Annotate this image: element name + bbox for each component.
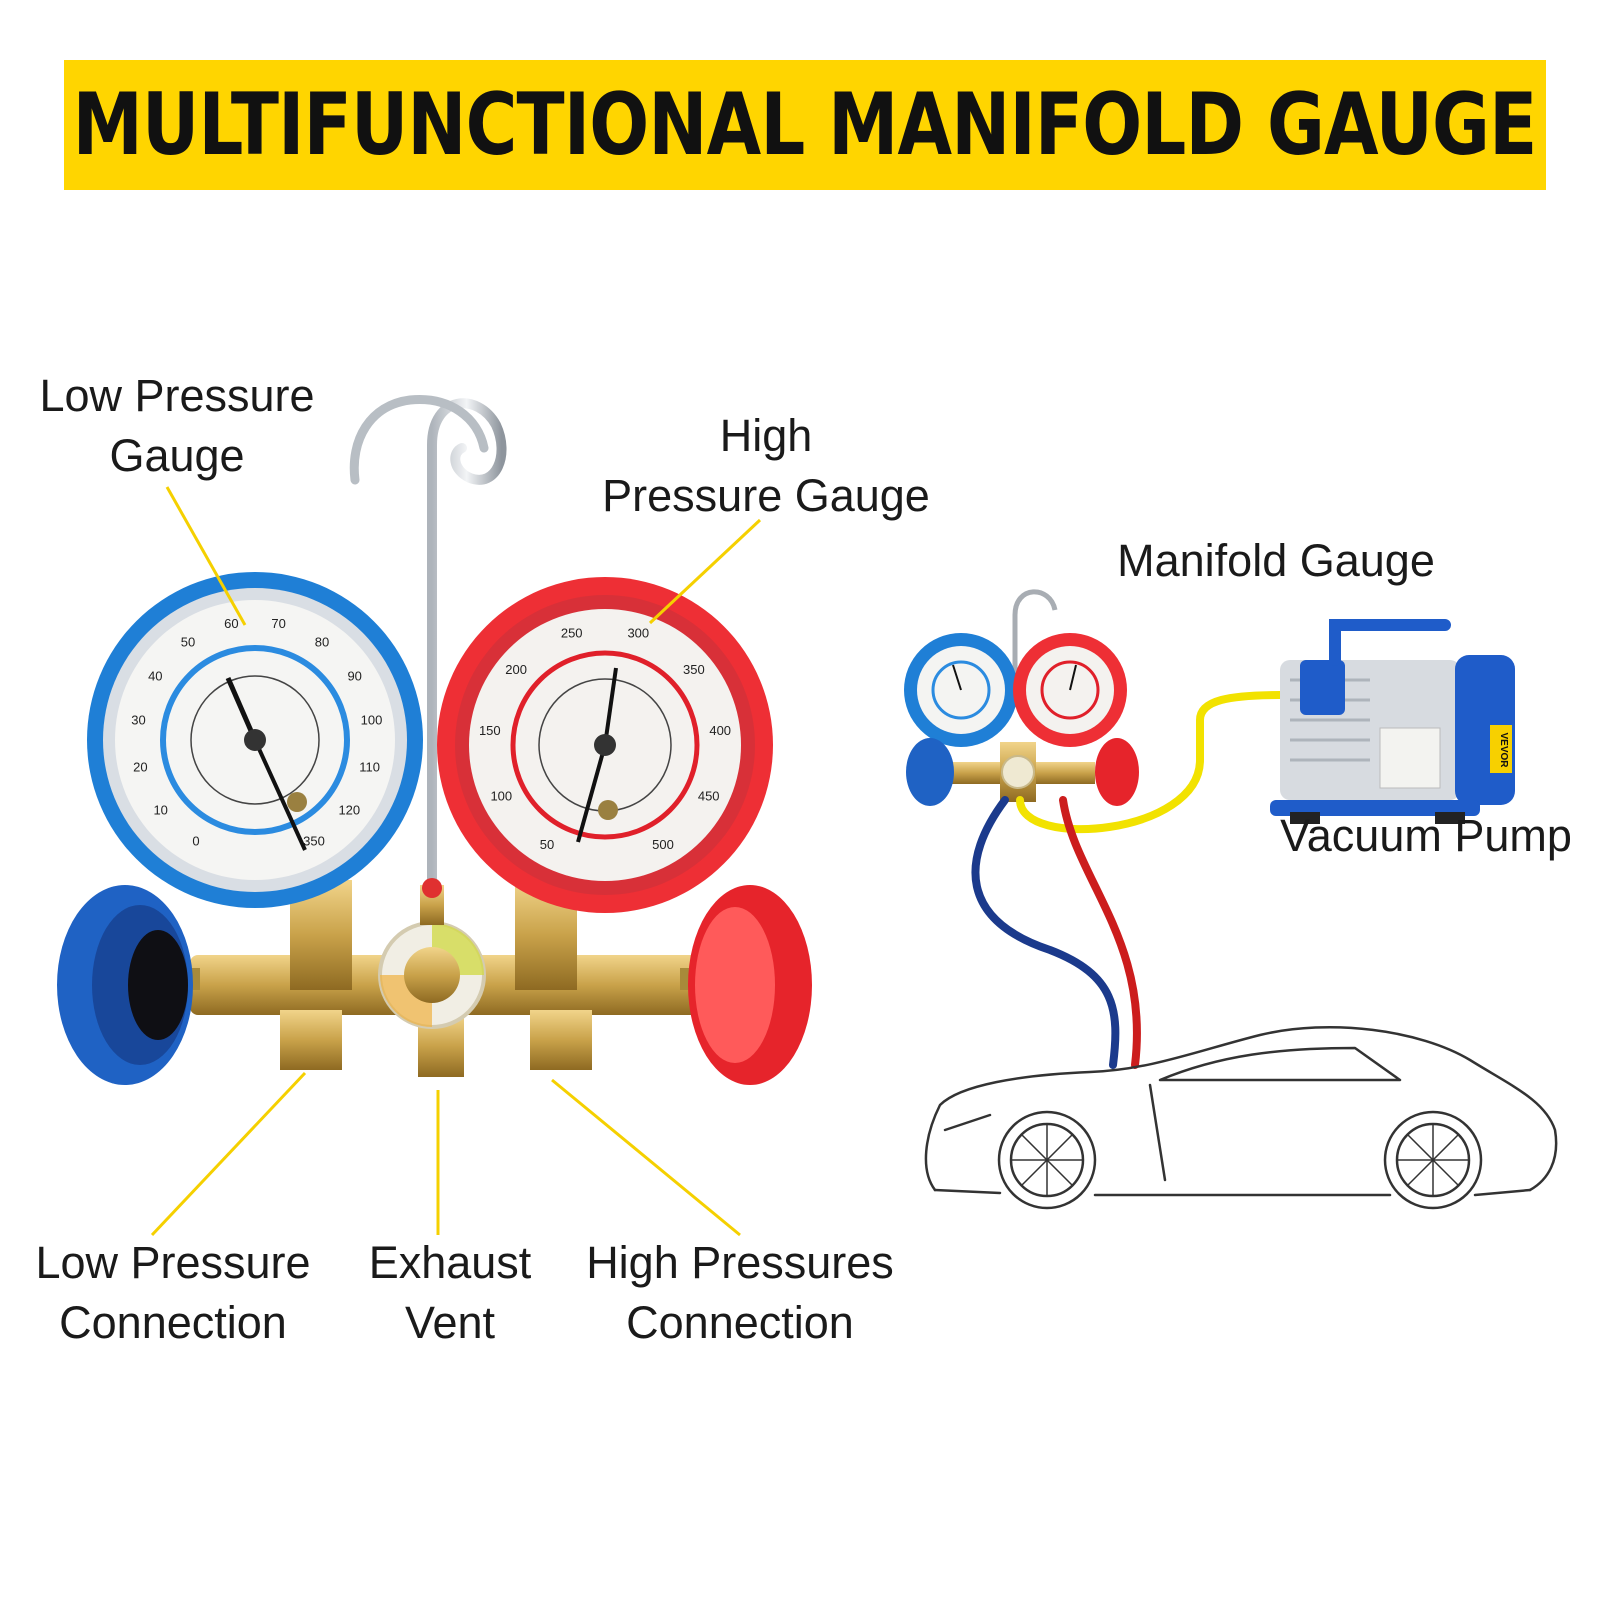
gauge-tick-label: 300 bbox=[627, 625, 649, 640]
low-gauge-tick-labels: 0 10 20 30 40 50 60 70 80 90 100 110 120 350 bbox=[131, 616, 382, 849]
gauge-tick-label: 350 bbox=[303, 834, 325, 849]
manifold-body bbox=[140, 878, 740, 1077]
high-pressure-gauge: 50 100 150 200 250 300 350 400 450 500 bbox=[437, 577, 773, 913]
low-pressure-gauge: 0 10 20 30 40 50 60 70 80 90 100 110 120 350 bbox=[87, 572, 423, 908]
gauge-tick-label: 100 bbox=[490, 789, 512, 804]
gauge-tick-label: 90 bbox=[347, 668, 361, 683]
small-manifold-gauge-set bbox=[904, 589, 1139, 806]
gauge-tick-label: 500 bbox=[652, 837, 674, 852]
gauge-tick-label: 120 bbox=[338, 802, 360, 817]
hoses bbox=[971, 691, 1284, 1069]
gauge-tick-label: 400 bbox=[709, 723, 731, 738]
gauge-tick-label: 20 bbox=[133, 760, 147, 775]
gauge-tick-label: 0 bbox=[192, 834, 199, 849]
gauge-tick-label: 60 bbox=[224, 616, 238, 631]
gauge-tick-label: 110 bbox=[359, 760, 380, 775]
label-manifold-gauge: Manifold Gauge bbox=[1117, 535, 1435, 586]
gauge-tick-label: 40 bbox=[148, 668, 162, 683]
hanging-hook bbox=[427, 398, 507, 905]
gauge-tick-label: 250 bbox=[561, 625, 583, 640]
low-side-valve-knob bbox=[57, 885, 193, 1085]
gauge-tick-label: 70 bbox=[271, 616, 285, 631]
car-outline bbox=[924, 1026, 1558, 1210]
gauge-tick-label: 30 bbox=[131, 713, 145, 728]
gauge-tick-label: 10 bbox=[153, 802, 167, 817]
yellow-hose bbox=[1016, 691, 1284, 834]
gauge-tick-label: 150 bbox=[479, 723, 501, 738]
vacuum-pump: VEVOR bbox=[1270, 619, 1515, 824]
gauge-tick-label: 80 bbox=[315, 634, 329, 649]
red-hose bbox=[1059, 796, 1141, 1069]
callout-lines bbox=[150, 486, 762, 1237]
pump-brand-logo: VEVOR bbox=[1498, 732, 1509, 768]
gauge-tick-label: 200 bbox=[505, 662, 527, 677]
gauge-tick-label: 50 bbox=[540, 837, 554, 852]
label-vacuum-pump: Vacuum Pump bbox=[1280, 810, 1572, 861]
gauge-tick-label: 50 bbox=[181, 634, 195, 649]
title-banner: MULTIFUNCTIONAL MANIFOLD GAUGE bbox=[64, 60, 1546, 190]
gauge-tick-label: 350 bbox=[683, 662, 705, 677]
high-side-valve-knob bbox=[688, 885, 812, 1085]
blue-hose bbox=[971, 796, 1120, 1069]
banner-title: MULTIFUNCTIONAL MANIFOLD GAUGE bbox=[73, 75, 1538, 175]
gauge-tick-label: 100 bbox=[361, 713, 383, 728]
high-gauge-tick-labels: 50 100 150 200 250 300 350 400 450 500 bbox=[479, 625, 731, 852]
gauge-tick-label: 450 bbox=[698, 789, 720, 804]
